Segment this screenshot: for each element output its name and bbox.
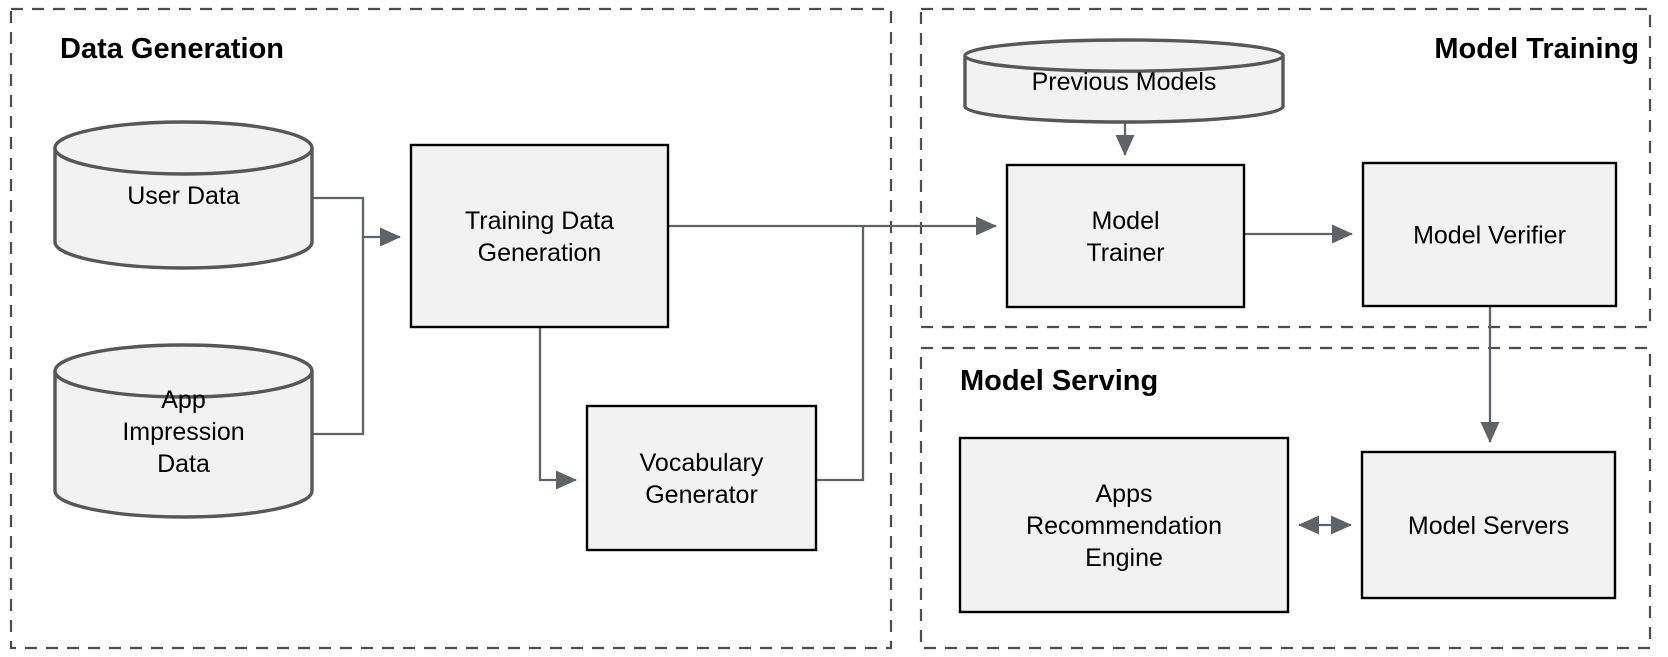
node-shape-training-data-generation (409, 143, 670, 329)
connector-vocabulary-to-trainer-line (816, 226, 865, 482)
node-cylinder-top-user-data (53, 147, 314, 176)
group-model-training: Model Training (919, 7, 1652, 329)
node-label-apps-recommendation-engine: Engine (1085, 544, 1163, 572)
node-label-training-data-generation: Training Data (465, 207, 614, 235)
node-shape-model-servers (1360, 450, 1617, 600)
node-label-model-servers: Model Servers (1408, 512, 1569, 540)
group-data-generation: Data Generation (9, 7, 893, 650)
node-shape-model-verifier (1361, 161, 1618, 308)
node-label-apps-recommendation-engine: Recommendation (1026, 512, 1222, 540)
connector-app-impression-to-training (312, 237, 365, 436)
node-label-previous-models: Previous Models (1032, 68, 1217, 96)
group-border-model-serving (919, 346, 1652, 650)
group-title-model-serving: Model Serving (960, 365, 1158, 397)
node-label-apps-recommendation-engine: Apps (1096, 480, 1153, 508)
node-label-model-trainer: Model (1091, 207, 1159, 235)
node-label-model-verifier: Model Verifier (1413, 222, 1566, 250)
node-label-training-data-generation: Generation (478, 239, 602, 267)
node-cylinder-top-app-impression-data (53, 370, 314, 399)
group-title-model-training: Model Training (1434, 33, 1639, 65)
node-label-model-trainer: Trainer (1086, 239, 1164, 267)
node-cylinder-top-previous-models (963, 55, 1285, 73)
node-label-vocabulary-generator: Vocabulary (640, 449, 764, 477)
connector-user-data-to-training (312, 196, 401, 247)
connectors (312, 122, 1500, 535)
group-border-data-generation (9, 7, 893, 650)
node-label-app-impression-data: Impression (122, 418, 244, 446)
node-shape-model-trainer (1005, 163, 1246, 309)
group-border-model-training (919, 7, 1652, 329)
node-model-servers[interactable]: Model Servers (1360, 450, 1617, 600)
node-model-verifier[interactable]: Model Verifier (1361, 161, 1618, 308)
connector-training-to-vocabulary (538, 327, 577, 490)
group-model-serving: Model Serving (919, 346, 1652, 650)
node-label-app-impression-data: Data (157, 450, 210, 478)
node-label-app-impression-data: App (161, 386, 205, 414)
node-shape-vocabulary-generator (585, 404, 818, 552)
node-user-data[interactable]: User Data (53, 120, 314, 270)
node-shape-apps-recommendation-engine (958, 436, 1290, 614)
node-previous-models[interactable]: Previous Models (963, 38, 1285, 124)
node-label-user-data: User Data (127, 182, 240, 210)
node-label-vocabulary-generator: Generator (645, 481, 758, 509)
group-title-data-generation: Data Generation (60, 33, 284, 65)
